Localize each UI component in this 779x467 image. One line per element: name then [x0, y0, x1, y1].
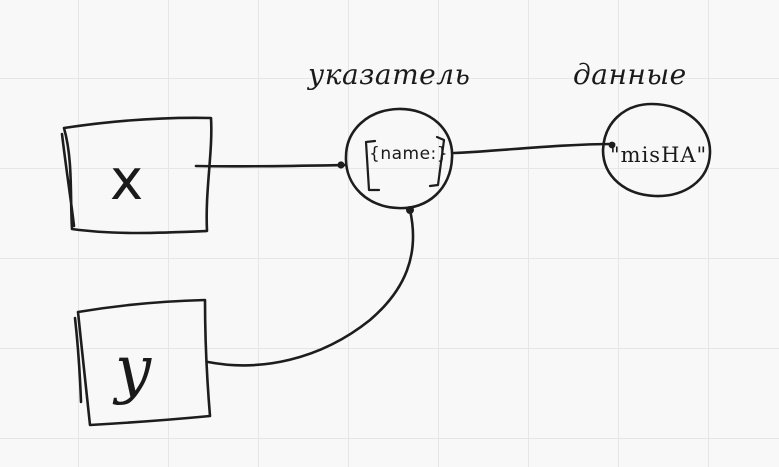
data-node-text: "misHA"	[610, 143, 708, 167]
arrow-x-to-pointer	[194, 163, 348, 168]
variable-label-x: x	[110, 148, 144, 213]
pointer-heading: указатель	[308, 58, 471, 91]
pointer-node-brackets	[364, 135, 446, 192]
arrow-y-to-pointer	[206, 208, 415, 367]
arrow-x-dot	[337, 161, 345, 169]
data-heading: данные	[573, 58, 687, 91]
variable-label-y: y	[115, 333, 152, 407]
pointer-node-circle[interactable]	[344, 107, 454, 210]
variable-box-y[interactable]	[73, 298, 212, 427]
arrow-pointer-to-data	[452, 142, 616, 155]
variable-box-x[interactable]	[60, 116, 213, 235]
pointer-node-text: {name:}	[369, 144, 449, 164]
data-node-ellipse[interactable]	[601, 102, 712, 198]
arrow-data-dot	[608, 141, 616, 149]
